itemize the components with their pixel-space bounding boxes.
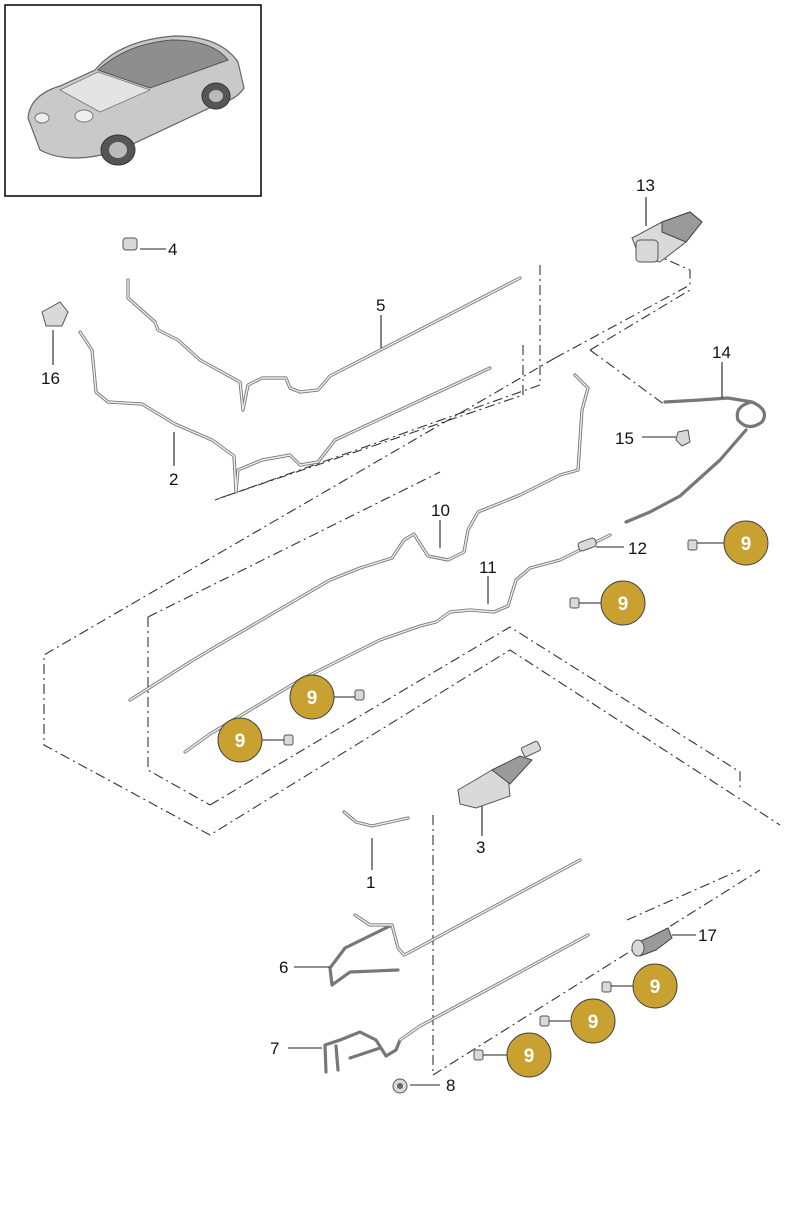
car-icon	[27, 35, 245, 166]
grommet-13	[631, 211, 703, 263]
svg-text:9: 9	[588, 1012, 599, 1033]
pipe-2	[78, 330, 492, 494]
clip-15	[675, 429, 691, 447]
callout-8[interactable]: 8	[446, 1076, 455, 1095]
callout-3[interactable]: 3	[476, 838, 485, 857]
callout-labels: 4 5 16 2 13 14 15 10 11 12 3 1 6 7 8 17	[41, 176, 731, 1095]
callout-10[interactable]: 10	[431, 501, 450, 520]
fitting-4	[122, 237, 138, 251]
badge-9[interactable]: 9	[600, 580, 646, 626]
svg-text:9: 9	[524, 1046, 535, 1067]
badges: 9 9 9 9 9 9 9	[217, 520, 769, 1078]
callout-4[interactable]: 4	[168, 240, 177, 259]
badge-9[interactable]: 9	[632, 963, 678, 1009]
callout-11[interactable]: 11	[479, 558, 497, 577]
badge-9[interactable]: 9	[217, 717, 263, 763]
clip-16	[41, 301, 69, 327]
svg-text:9: 9	[741, 534, 752, 555]
connector-12	[577, 537, 597, 552]
badge-9[interactable]: 9	[289, 674, 335, 720]
callout-17[interactable]: 17	[698, 926, 717, 945]
callout-12[interactable]: 12	[628, 539, 647, 558]
pipe-5	[126, 276, 522, 412]
callout-13[interactable]: 13	[636, 176, 655, 195]
pipes	[78, 276, 766, 1074]
svg-text:9: 9	[618, 594, 629, 615]
badge-9[interactable]: 9	[570, 998, 616, 1044]
thumbnail[interactable]	[4, 4, 262, 197]
badge-9[interactable]: 9	[506, 1032, 552, 1078]
components	[41, 211, 703, 1094]
callout-15[interactable]: 15	[615, 429, 634, 448]
assembly-outlines	[43, 249, 781, 1076]
callout-6[interactable]: 6	[279, 958, 288, 977]
pipe-14	[624, 396, 766, 524]
pipe-7	[323, 933, 590, 1074]
callout-7[interactable]: 7	[270, 1039, 279, 1058]
callout-5[interactable]: 5	[376, 296, 385, 315]
svg-text:9: 9	[307, 688, 318, 709]
callout-14[interactable]: 14	[712, 343, 731, 362]
pipe-1	[342, 810, 410, 828]
svg-text:9: 9	[235, 731, 246, 752]
callout-1[interactable]: 1	[366, 873, 375, 892]
master-cylinder-3	[457, 740, 542, 809]
callout-2[interactable]: 2	[169, 470, 178, 489]
clips-9	[283, 539, 698, 1061]
callout-16[interactable]: 16	[41, 369, 60, 388]
grommet-17	[631, 927, 673, 957]
svg-text:9: 9	[650, 977, 661, 998]
leader-lines	[52, 197, 724, 1086]
badge-9[interactable]: 9	[723, 520, 769, 566]
nut-8	[392, 1078, 408, 1094]
